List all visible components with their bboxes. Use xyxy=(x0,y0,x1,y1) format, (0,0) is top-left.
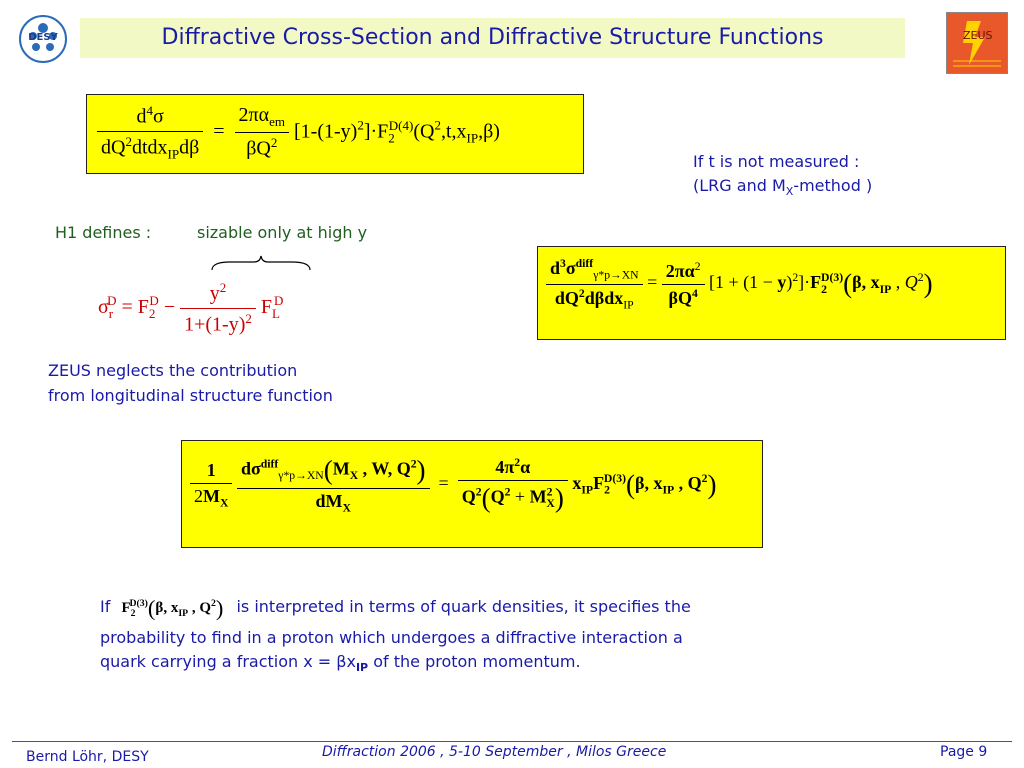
footer-page-number: Page 9 xyxy=(940,744,988,760)
footer-rule xyxy=(12,741,1012,742)
footer-conference: Diffraction 2006 , 5-10 September , Milo… xyxy=(322,744,667,760)
zeus-neglects-line1: ZEUS neglects the contribution xyxy=(48,361,298,380)
zeus-neglects-note: ZEUS neglects the contribution from long… xyxy=(48,358,333,408)
interpretation-paragraph: If F2D(3)(β, xIP , Q2) is interpreted in… xyxy=(100,592,860,680)
sizable-note: sizable only at high y xyxy=(197,223,368,242)
zeus-logo: ZEUS xyxy=(946,12,1008,74)
t-not-measured-line2: (LRG and MX-method ) xyxy=(693,176,873,199)
t-not-measured-note: If t is not measured : (LRG and MX-metho… xyxy=(693,150,872,204)
brace-icon xyxy=(211,255,311,271)
title-banner: Diffractive Cross-Section and Diffractiv… xyxy=(80,18,905,58)
desy-logo: DESY xyxy=(18,14,68,64)
zeus-lightning-icon xyxy=(953,21,1001,67)
desy-logo-label: DESY xyxy=(28,32,58,43)
interpretation-line3: quark carrying a fraction x = βxIP of th… xyxy=(100,652,581,675)
inline-structure-function: F2D(3)(β, xIP , Q2) xyxy=(121,595,224,621)
t-not-measured-line1: If t is not measured : xyxy=(693,152,860,171)
zeus-neglects-line2: from longitudinal structure function xyxy=(48,386,333,405)
desy-logo-icon xyxy=(19,15,67,63)
interpretation-line2: probability to find in a proton which un… xyxy=(100,628,683,647)
h1-defines-label: H1 defines : xyxy=(55,223,152,242)
interpretation-line1: If F2D(3)(β, xIP , Q2) is interpreted in… xyxy=(100,595,691,621)
zeus-logo-label: ZEUS xyxy=(963,29,993,42)
footer-author: Bernd Löhr, DESY xyxy=(26,749,149,765)
page-title: Diffractive Cross-Section and Diffractiv… xyxy=(161,25,824,50)
